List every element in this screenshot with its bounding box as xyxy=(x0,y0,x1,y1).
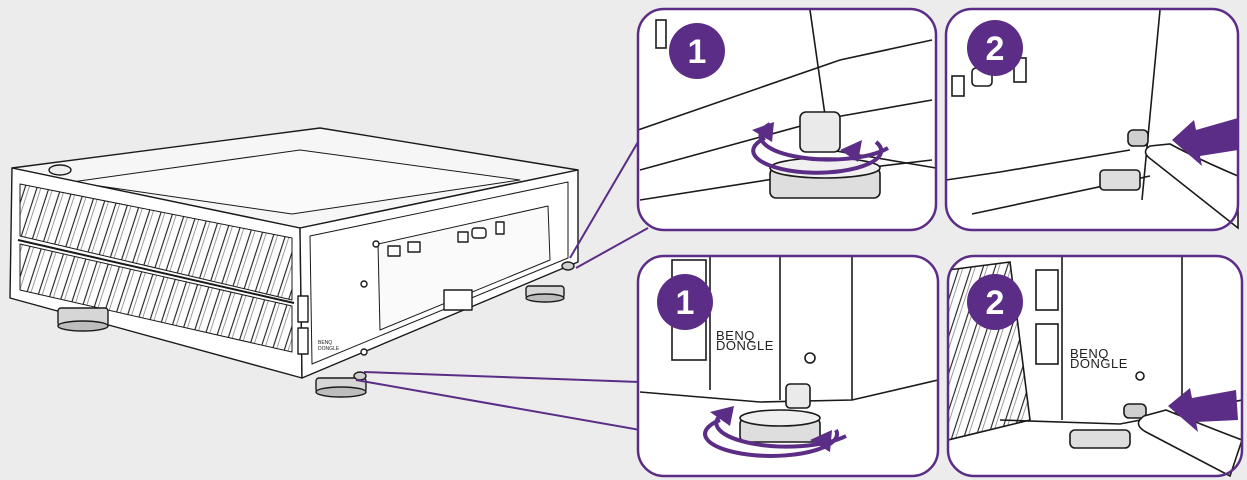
panel-bottom-left: BENQ DONGLE 1 xyxy=(638,256,938,476)
release-button-rear xyxy=(562,262,574,270)
dongle-label-line2-bl: DONGLE xyxy=(716,338,774,353)
lan-port xyxy=(496,222,504,234)
hdmi-port-1 xyxy=(388,246,400,256)
release-button-front xyxy=(354,372,366,380)
usb-port xyxy=(458,232,468,242)
step-number-top-left: 1 xyxy=(688,33,707,71)
panel-top-left: 1 xyxy=(638,9,936,230)
foot-front-left xyxy=(58,308,108,331)
panel-bottom-right: BENQ DONGLE 2 xyxy=(948,256,1242,476)
panel-top-right: 2 xyxy=(946,9,1238,230)
dongle-label-line2-br: DONGLE xyxy=(1070,356,1128,371)
rs232-port xyxy=(472,228,486,238)
step-number-bottom-right: 2 xyxy=(986,284,1005,322)
hdmi-port-2 xyxy=(408,242,420,252)
step-number-top-right: 2 xyxy=(986,30,1005,68)
projector-port-label-2: DONGLE xyxy=(318,346,340,352)
foot-rear-right xyxy=(526,286,564,302)
step-number-bottom-left: 1 xyxy=(676,284,695,322)
projector xyxy=(10,128,578,397)
